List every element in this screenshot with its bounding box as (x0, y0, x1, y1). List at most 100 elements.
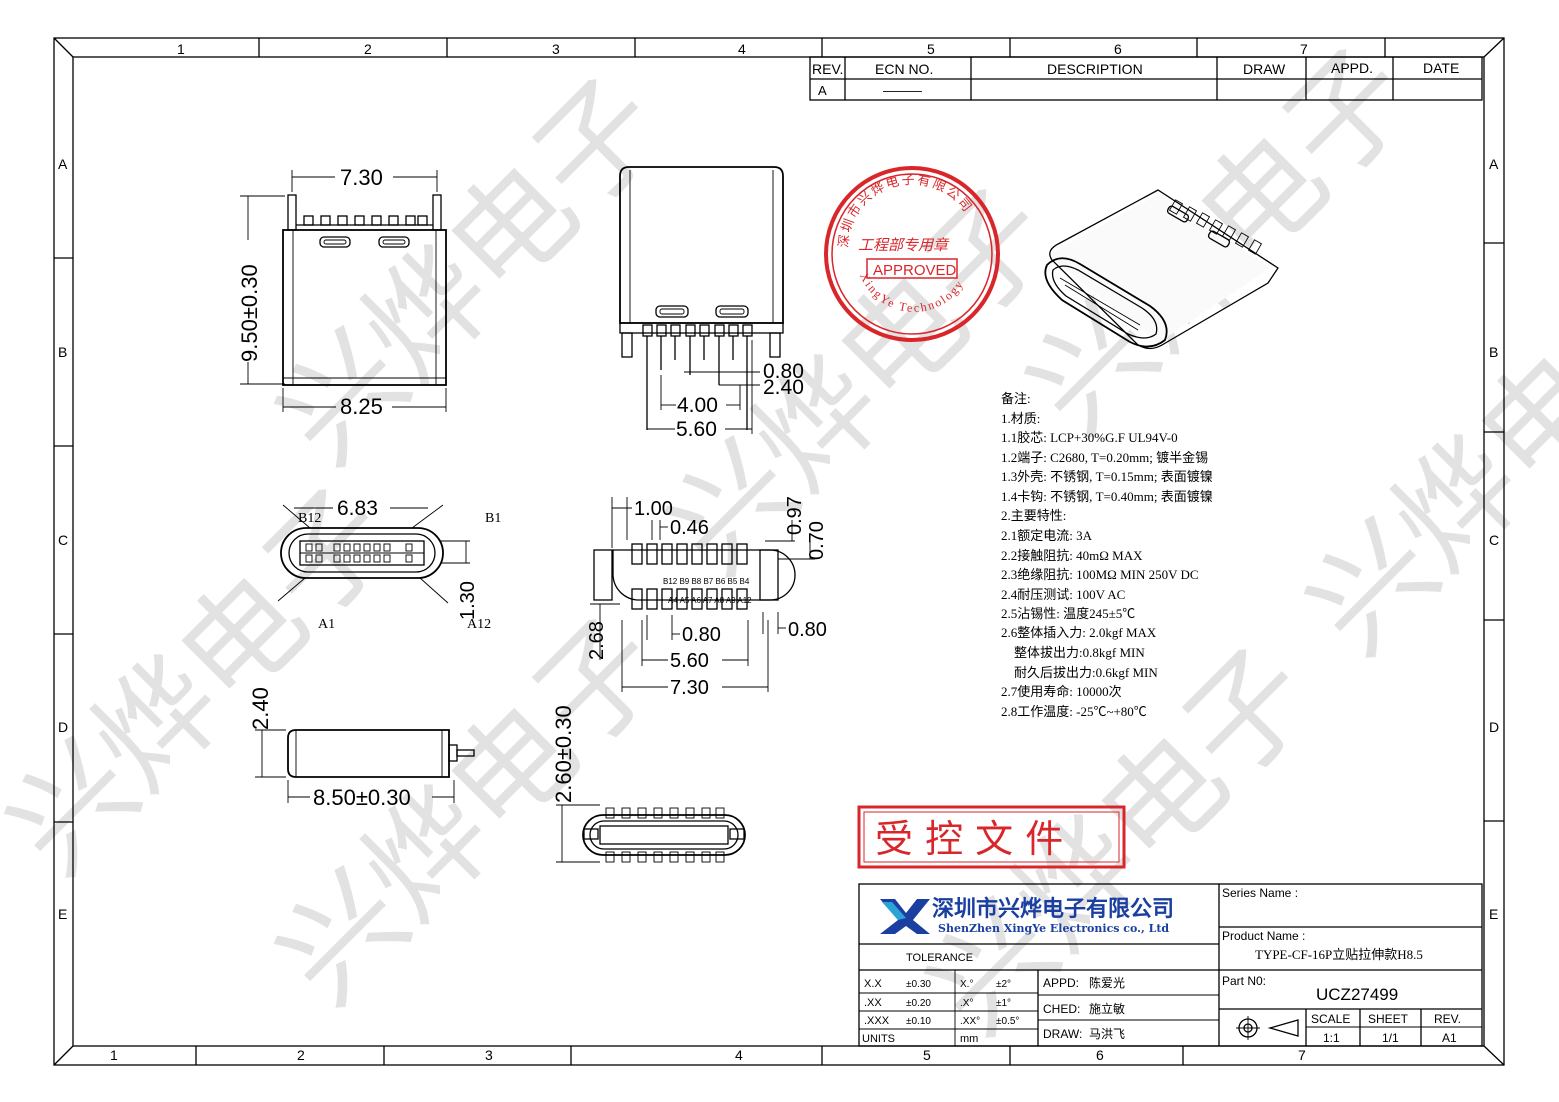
appd-label: APPD: (1043, 976, 1079, 990)
scale-value: 1:1 (1323, 1031, 1340, 1045)
note-line: 2.4耐压测试: 100V AC (1001, 587, 1125, 602)
dim-pin-v2: 0.70 (806, 521, 828, 560)
col-label: 1 (110, 1047, 118, 1063)
row-label: C (58, 532, 68, 548)
note-line: 2.3绝缘阻抗: 100MΩ MIN 250V DC (1001, 567, 1199, 582)
revision-table: REV. ECN NO. DESCRIPTION DRAW APPD. DATE… (809, 56, 1483, 101)
col-label: 2 (297, 1047, 305, 1063)
sheet-value: 1/1 (1382, 1031, 1399, 1045)
dim-end-height: 1.30 (457, 581, 479, 620)
row-label: D (58, 719, 68, 735)
notes-block: 备注: 1.材质: 1.1胶芯: LCP+30%G.F UL94V-0 1.2端… (1001, 391, 1213, 719)
tol-c: .XX° (960, 1016, 980, 1027)
side-view: 2.40 8.50±0.30 (248, 687, 475, 810)
row-label: A (58, 156, 68, 172)
label-b1: B1 (485, 511, 501, 526)
col-label: 5 (923, 1047, 931, 1063)
dim-pin-height: 2.68 (586, 621, 608, 660)
units-value: mm (960, 1033, 978, 1045)
dim-front-pitch-a: 0.80 (763, 360, 804, 383)
note-line: 整体拔出力:0.8kgf MIN (1001, 645, 1145, 660)
row-label: C (1489, 532, 1499, 548)
series-label: Series Name : (1222, 886, 1298, 900)
dim-front-w2: 5.60 (676, 418, 717, 441)
tol-b: ±0.20 (906, 998, 931, 1009)
row-label: E (58, 906, 67, 922)
top-view: 7.30 9.50±0.30 8.25 (237, 165, 447, 419)
draw-label: DRAW: (1043, 1027, 1082, 1041)
tol-d: ±1° (996, 998, 1011, 1009)
col-label: 2 (364, 41, 372, 57)
tol-a: .XX (864, 997, 882, 1009)
isometric-view (1044, 189, 1279, 350)
label-a1: A1 (318, 617, 335, 632)
row-label: B (1489, 344, 1498, 360)
note-line: 备注: (1001, 391, 1031, 406)
dim-pin-gap: 0.46 (670, 517, 709, 539)
col-label: 7 (1298, 1047, 1306, 1063)
rev-label: REV. (1434, 1012, 1461, 1026)
draw-header: DRAW (1243, 61, 1286, 77)
label-a12: A12 (467, 617, 491, 632)
date-header: DATE (1423, 60, 1459, 76)
projection-symbol-icon (1236, 1016, 1299, 1040)
tol-c: .X° (960, 998, 973, 1009)
note-line: 2.1额定电流: 3A (1001, 528, 1093, 543)
col-label: 7 (1300, 41, 1308, 57)
title-block: 深圳市兴烨电子有限公司 ShenZhen XingYe Electronics … (858, 883, 1483, 1047)
dim-pin-pitch-2: 0.80 (788, 619, 827, 641)
col-label: 6 (1114, 41, 1122, 57)
sheet-frame (53, 37, 1505, 1066)
company-name-cn: 深圳市兴烨电子有限公司 (932, 896, 1174, 922)
row-label: B (58, 344, 67, 360)
ched-name: 施立敏 (1089, 1001, 1125, 1016)
dim-side-length: 8.50±0.30 (313, 785, 411, 810)
col-label: 6 (1096, 1047, 1104, 1063)
front-view: 0.80 2.40 4.00 5.60 (619, 166, 804, 441)
tol-d: ±2° (996, 979, 1011, 990)
ecn-value: ——— (883, 83, 922, 98)
appd-name: 陈爱光 (1089, 975, 1125, 990)
watermark-text: 兴烨电子 (252, 53, 690, 491)
note-line: 2.2接触阻抗: 40mΩ MAX (1001, 548, 1143, 563)
col-label: 3 (485, 1047, 493, 1063)
dim-pin-width: 1.00 (634, 498, 673, 520)
note-line: 1.3外壳: 不锈钢, T=0.15mm; 表面镀镍 (1001, 469, 1213, 484)
rev-header: REV. (812, 61, 843, 77)
note-line: 2.8工作温度: -25℃~+80℃ (1001, 704, 1147, 719)
company-logo-icon (880, 899, 930, 934)
note-line: 2.5沾锡性: 温度245±5℃ (1001, 606, 1135, 621)
dim-front-pitch-b: 2.40 (763, 376, 804, 399)
dim-top-base: 8.25 (340, 394, 383, 419)
dim-bottom-height: 2.60±0.30 (551, 705, 576, 803)
description-header: DESCRIPTION (1047, 61, 1143, 77)
part-label: Part N0: (1222, 974, 1266, 988)
bottom-view: 2.60±0.30 (551, 705, 746, 863)
dim-pin-w3: 7.30 (670, 677, 709, 699)
note-line: 2.6整体插入力: 2.0kgf MAX (1001, 625, 1157, 640)
col-label: 5 (927, 41, 935, 57)
frame-labels: 1 2 3 4 5 6 7 1 2 3 4 5 6 7 A B C D E A … (58, 41, 1499, 1063)
controlled-text: 受 控 文 件 (875, 817, 1063, 861)
tol-c: X.° (960, 979, 973, 990)
note-line: 2.7使用寿命: 10000次 (1001, 684, 1122, 699)
note-line: 1.材质: (1001, 411, 1040, 426)
note-line: 1.4卡钩: 不锈钢, T=0.40mm; 表面镀镍 (1001, 489, 1213, 504)
ecn-header: ECN NO. (875, 61, 933, 77)
product-label: Product Name : (1222, 929, 1305, 943)
col-label: 4 (738, 41, 746, 57)
tol-b: ±0.30 (906, 979, 931, 990)
appd-header: APPD. (1331, 60, 1373, 76)
row-label: E (1489, 906, 1498, 922)
tol-a: .XXX (864, 1015, 890, 1027)
dim-pin-w2: 5.60 (670, 650, 709, 672)
part-value: UCZ27499 (1316, 985, 1398, 1004)
ched-label: CHED: (1043, 1002, 1080, 1016)
dim-pin-pitch-1: 0.80 (682, 624, 721, 646)
dim-side-height: 2.40 (248, 687, 273, 730)
tol-a: X.X (864, 978, 882, 990)
pin-labels-bottom: A4 A5 A6 A7 A8 A9 A12 (668, 596, 752, 605)
label-b12: B12 (298, 511, 321, 526)
scale-label: SCALE (1311, 1012, 1350, 1026)
